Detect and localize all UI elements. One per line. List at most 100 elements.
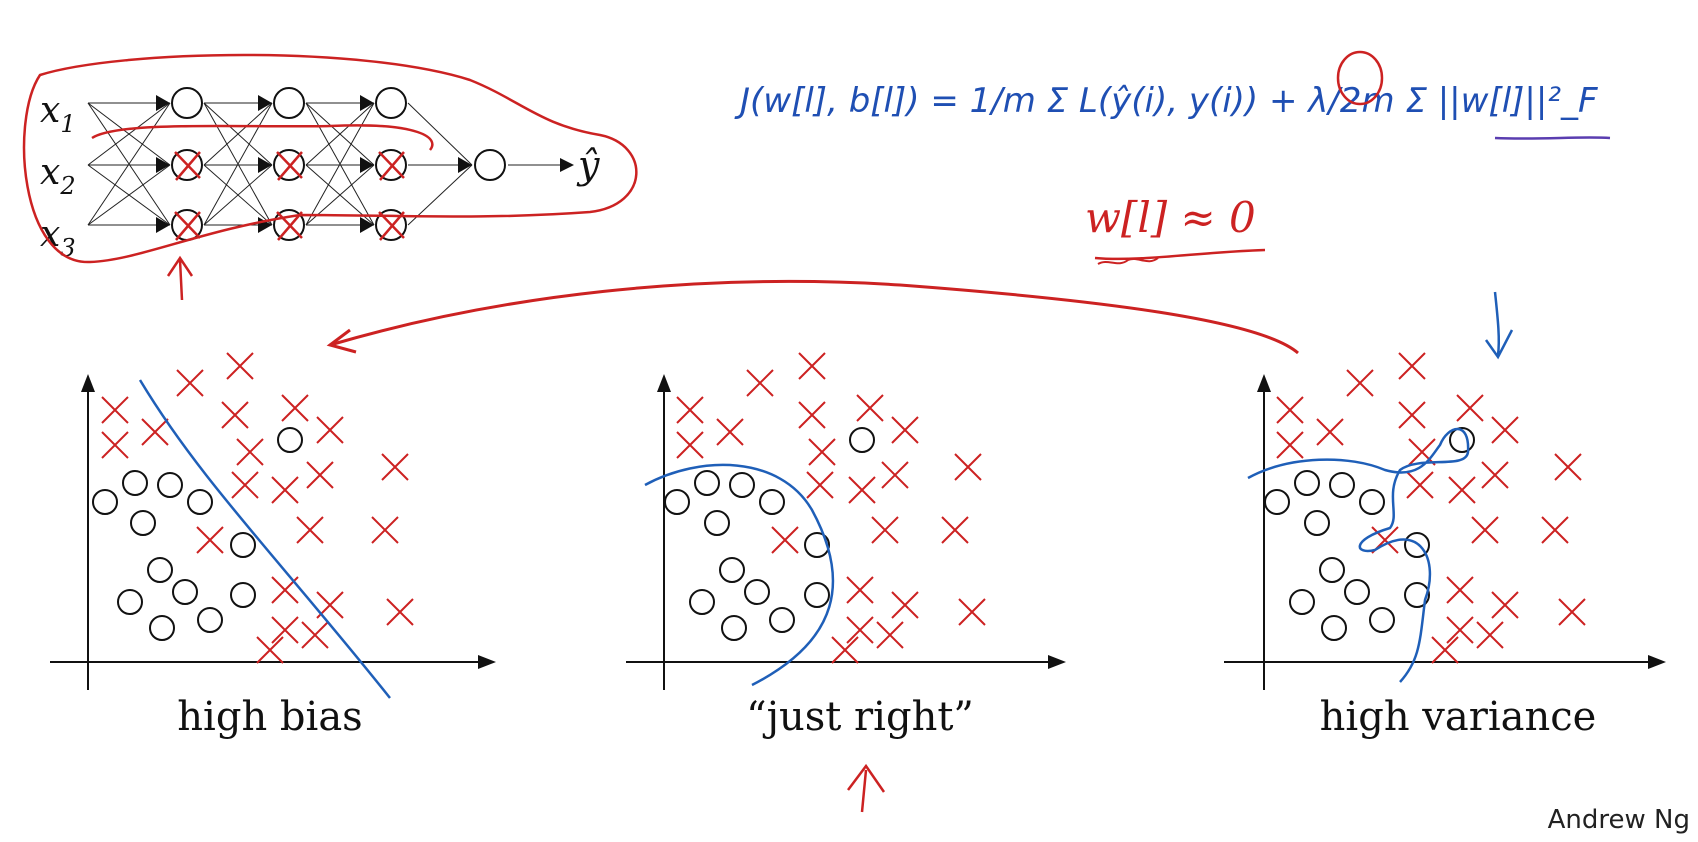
panel1-x-mark — [101, 431, 129, 459]
panel-high-variance: high variance — [1224, 352, 1666, 740]
panel2-x-mark — [881, 461, 909, 489]
panel3-x-mark — [1431, 636, 1459, 664]
panel1-x-points — [101, 352, 414, 664]
panel3-decision-boundary — [1247, 427, 1470, 683]
panel3-x-mark — [1541, 516, 1569, 544]
panel1-o-mark — [172, 579, 198, 605]
panel2-x-mark — [806, 471, 834, 499]
panel2-x-mark — [676, 431, 704, 459]
panel3-x-mark — [1491, 416, 1519, 444]
layer-pointer-arrow — [166, 255, 194, 301]
panel2-x-mark — [846, 616, 874, 644]
panel3-o-mark — [1359, 489, 1385, 515]
panel1-axes — [50, 390, 480, 690]
panel2-o-mark — [744, 579, 770, 605]
inner-network-outline — [91, 124, 434, 151]
neural-network-diagram: x1 x2 x3 ŷ — [22, 53, 638, 301]
panel1-o-mark — [92, 489, 118, 515]
panel3-o-mark — [1329, 472, 1355, 498]
panel2-x-mark — [846, 576, 874, 604]
input-x2-label: x2 — [40, 152, 76, 200]
panel2-x-mark — [746, 369, 774, 397]
panel2-o-mark — [759, 489, 785, 515]
panel1-x-mark — [101, 396, 129, 424]
just-right-pointer-arrow — [847, 763, 886, 813]
panel1-o-mark — [157, 472, 183, 498]
panel2-x-points — [676, 352, 986, 664]
panel1-o-points — [92, 427, 303, 641]
panel1-caption: high bias — [177, 694, 362, 740]
panel1-o-mark — [277, 427, 303, 453]
panel3-o-mark — [1344, 579, 1370, 605]
panel1-x-mark — [141, 418, 169, 446]
panel3-x-points — [1276, 352, 1586, 664]
panel-high-bias: high bias — [50, 352, 496, 740]
transition-arrow — [329, 279, 1299, 355]
panel1-y-arrow-icon — [81, 374, 95, 392]
panel1-x-mark — [271, 476, 299, 504]
panel3-x-mark — [1456, 394, 1484, 422]
norm-underline — [1494, 136, 1611, 140]
panel1-o-mark — [187, 489, 213, 515]
panel1-x-arrow-icon — [478, 655, 496, 669]
panel1-o-mark — [197, 607, 223, 633]
panel2-x-arrow-icon — [1048, 655, 1066, 669]
panel1-o-mark — [147, 557, 173, 583]
panel3-x-mark — [1481, 461, 1509, 489]
panel3-o-points — [1264, 427, 1475, 641]
annotation-underline — [1094, 248, 1266, 261]
author-credit: Andrew Ng — [1548, 805, 1690, 835]
panel1-x-mark — [381, 453, 409, 481]
panel1-x-mark — [301, 621, 329, 649]
panel2-x-mark — [891, 416, 919, 444]
panel3-x-mark — [1448, 476, 1476, 504]
panel3-o-mark — [1319, 557, 1345, 583]
panel2-o-mark — [694, 470, 720, 496]
panel2-axes — [626, 390, 1050, 690]
panel2-x-mark — [958, 598, 986, 626]
panel2-x-mark — [808, 438, 836, 466]
input-x1-label: x1 — [40, 90, 76, 138]
panel3-x-mark — [1406, 471, 1434, 499]
panel3-o-mark — [1321, 615, 1347, 641]
panel3-o-mark — [1369, 607, 1395, 633]
panel3-x-mark — [1491, 591, 1519, 619]
formula-text: J(w[l], b[l]) = 1/m Σ L(ŷ(i), y(i)) + λ/… — [734, 81, 1598, 121]
panel1-x-mark — [221, 401, 249, 429]
panel2-x-mark — [871, 516, 899, 544]
panel2-o-mark — [804, 582, 830, 608]
transition-arrowhead-icon — [326, 328, 357, 354]
panel2-o-mark — [804, 532, 830, 558]
panel1-x-mark — [306, 461, 334, 489]
panel3-x-mark — [1276, 431, 1304, 459]
panel-just-right: “just right” — [626, 352, 1066, 813]
output-arrow-icon — [560, 158, 574, 172]
panel3-x-mark — [1346, 369, 1374, 397]
panel1-x-mark — [236, 438, 264, 466]
panel1-x-mark — [231, 471, 259, 499]
output-y-hat-label: ŷ — [576, 143, 600, 187]
panel2-o-mark — [849, 427, 875, 453]
panel2-o-mark — [721, 615, 747, 641]
panel3-x-arrow-icon — [1648, 655, 1666, 669]
panel3-x-mark — [1398, 352, 1426, 380]
panel2-x-mark — [676, 396, 704, 424]
outer-network-outline — [22, 53, 638, 264]
panel2-o-mark — [704, 510, 730, 536]
panel3-x-mark — [1446, 576, 1474, 604]
panel1-o-mark — [122, 470, 148, 496]
panel3-x-mark — [1554, 453, 1582, 481]
panel3-x-mark — [1476, 621, 1504, 649]
panel1-x-mark — [386, 598, 414, 626]
panel1-x-mark — [296, 516, 324, 544]
panel2-x-mark — [876, 621, 904, 649]
variance-pointer-arrow — [1484, 291, 1514, 360]
panel2-x-mark — [798, 401, 826, 429]
panel1-x-mark — [256, 636, 284, 664]
panel3-o-mark — [1404, 582, 1430, 608]
panel3-o-mark — [1289, 589, 1315, 615]
panel1-x-mark — [226, 352, 254, 380]
panel2-o-mark — [769, 607, 795, 633]
panel2-decision-boundary — [644, 463, 835, 687]
panel2-o-mark — [689, 589, 715, 615]
